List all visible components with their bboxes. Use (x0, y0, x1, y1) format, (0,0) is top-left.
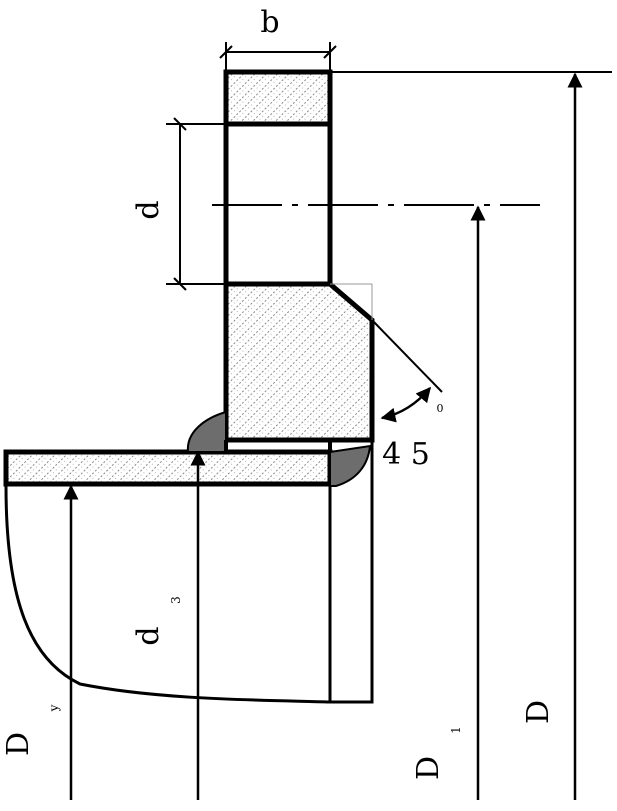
dim-d-tick-top (173, 117, 187, 131)
pipe-body (4, 485, 332, 704)
label-d3: d (131, 626, 166, 645)
pipe-inner-right (330, 440, 374, 704)
flange-section-bottom (223, 281, 375, 443)
label-d: d (131, 200, 166, 219)
flange-section-top (223, 69, 333, 127)
label-D1: D (411, 756, 446, 780)
label-angle: 4 5 (382, 437, 430, 472)
label-angle-degree: 0 (437, 402, 444, 415)
dim-d-tick-bottom (173, 277, 187, 291)
weld-left (186, 410, 227, 453)
pipe-wall-section (3, 449, 333, 487)
label-d3-sub: 3 (169, 596, 183, 604)
label-b: b (260, 5, 279, 40)
angle-arc (380, 386, 431, 423)
label-Dy: D (1, 732, 36, 756)
dim-b-tick-right (323, 45, 337, 59)
flange-step (224, 438, 372, 452)
label-D: D (521, 700, 556, 724)
dim-b-tick-left (219, 45, 233, 59)
weld-right (329, 444, 372, 487)
chamfer-extension (371, 319, 443, 393)
label-Dy-sub: y (47, 704, 61, 712)
label-D1-sub: 1 (449, 726, 463, 734)
